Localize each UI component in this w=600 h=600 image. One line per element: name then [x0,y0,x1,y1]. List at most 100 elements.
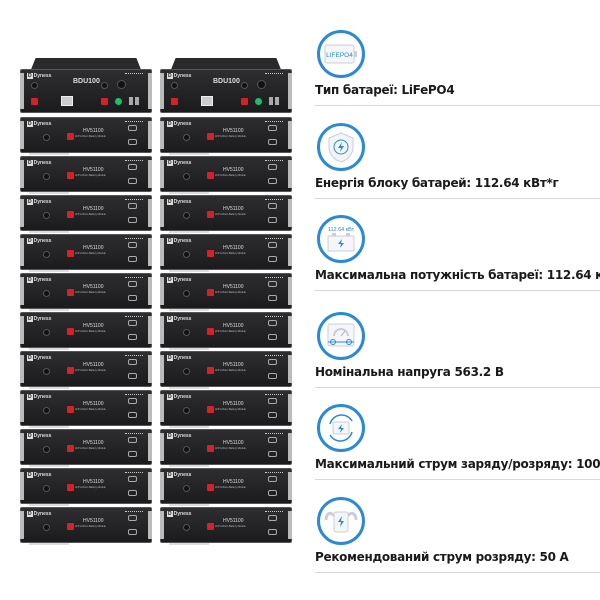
battery-power-icon: 112.64 кВт [317,215,365,263]
module-model: HV51100 [83,323,104,329]
module-model: HV51100 [223,440,244,446]
module-model: HV51100 [223,518,244,524]
module-model: HV51100 [223,206,244,212]
power-indicator [255,98,262,105]
module-model: HV51100 [83,401,104,407]
module-subtitle: LFP Lithium Battery Module [75,369,106,372]
module-model: HV51100 [223,284,244,290]
divider [315,198,600,199]
spec-item: Максимальний струм заряду/розряду: 100 А [315,404,600,497]
voltmeter-icon [317,312,365,360]
power-indicator [115,98,122,105]
module-model: HV51100 [223,401,244,407]
module-subtitle: LFP Lithium Battery Module [215,330,246,333]
module-model: HV51100 [83,362,104,368]
bdu-model: BDU100 [213,78,240,85]
module-subtitle: LFP Lithium Battery Module [75,447,106,450]
module-model: HV51100 [223,323,244,329]
module-subtitle: LFP Lithium Battery Module [215,408,246,411]
spec-label: Максимальна потужність батареї: 112.64 к… [315,268,600,282]
module-model: HV51100 [223,479,244,485]
module-subtitle: LFP Lithium Battery Module [215,252,246,255]
module-subtitle: LFP Lithium Battery Module [75,291,106,294]
icon-text: 112.64 кВт [328,227,355,233]
module-subtitle: LFP Lithium Battery Module [215,369,246,372]
spec-label: Номінальна напруга 563.2 В [315,365,504,379]
module-subtitle: LFP Lithium Battery Module [215,447,246,450]
divider [315,290,600,291]
module-subtitle: LFP Lithium Battery Module [215,213,246,216]
spec-item: Номінальна напруга 563.2 В [315,312,600,405]
module-model: HV51100 [223,167,244,173]
divider [315,105,600,106]
shield-energy-icon [317,123,365,171]
spec-label: Енергія блоку батарей: 112.64 кВт*г [315,176,559,190]
module-model: HV51100 [223,128,244,134]
divider [315,479,600,480]
charge-cycle-icon [317,404,365,452]
module-model: HV51100 [83,518,104,524]
module-model: HV51100 [83,245,104,251]
module-subtitle: LFP Lithium Battery Module [75,135,106,138]
module-model: HV51100 [83,206,104,212]
module-subtitle: LFP Lithium Battery Module [215,135,246,138]
module-subtitle: LFP Lithium Battery Module [75,525,106,528]
module-subtitle: LFP Lithium Battery Module [215,291,246,294]
module-model: HV51100 [83,479,104,485]
spec-item: Енергія блоку батарей: 112.64 кВт*г [315,123,600,216]
divider [315,387,600,388]
module-subtitle: LFP Lithium Battery Module [75,408,106,411]
module-model: HV51100 [223,245,244,251]
spec-item: Рекомендований струм розряду: 50 А [315,497,600,590]
module-model: HV51100 [223,362,244,368]
module-subtitle: LFP Lithium Battery Module [75,486,106,489]
icon-text: LIFEPO4 [326,52,353,59]
spec-label: Рекомендований струм розряду: 50 А [315,550,569,564]
module-model: HV51100 [83,167,104,173]
module-subtitle: LFP Lithium Battery Module [215,174,246,177]
module-subtitle: LFP Lithium Battery Module [75,330,106,333]
terminal-icon [171,98,178,105]
module-subtitle: LFP Lithium Battery Module [75,252,106,255]
module-subtitle: LFP Lithium Battery Module [215,486,246,489]
spec-label: Максимальний струм заряду/розряду: 100 А [315,457,600,471]
module-subtitle: LFP Lithium Battery Module [75,213,106,216]
lifepo4-battery-icon: LIFEPO4 [317,30,365,78]
module-subtitle: LFP Lithium Battery Module [215,525,246,528]
module-model: HV51100 [83,284,104,290]
module-model: HV51100 [83,128,104,134]
bdu-model: BDU100 [73,78,100,85]
module-model: HV51100 [83,440,104,446]
spec-item: 112.64 кВт Максимальна потужність батаре… [315,215,600,308]
breaker-switch [201,96,213,106]
module-subtitle: LFP Lithium Battery Module [75,174,106,177]
spec-item: LIFEPO4 Тип батареї: LiFePO4 [315,30,600,123]
terminal-icon [31,98,38,105]
strong-battery-icon [317,497,365,545]
breaker-switch [61,96,73,106]
